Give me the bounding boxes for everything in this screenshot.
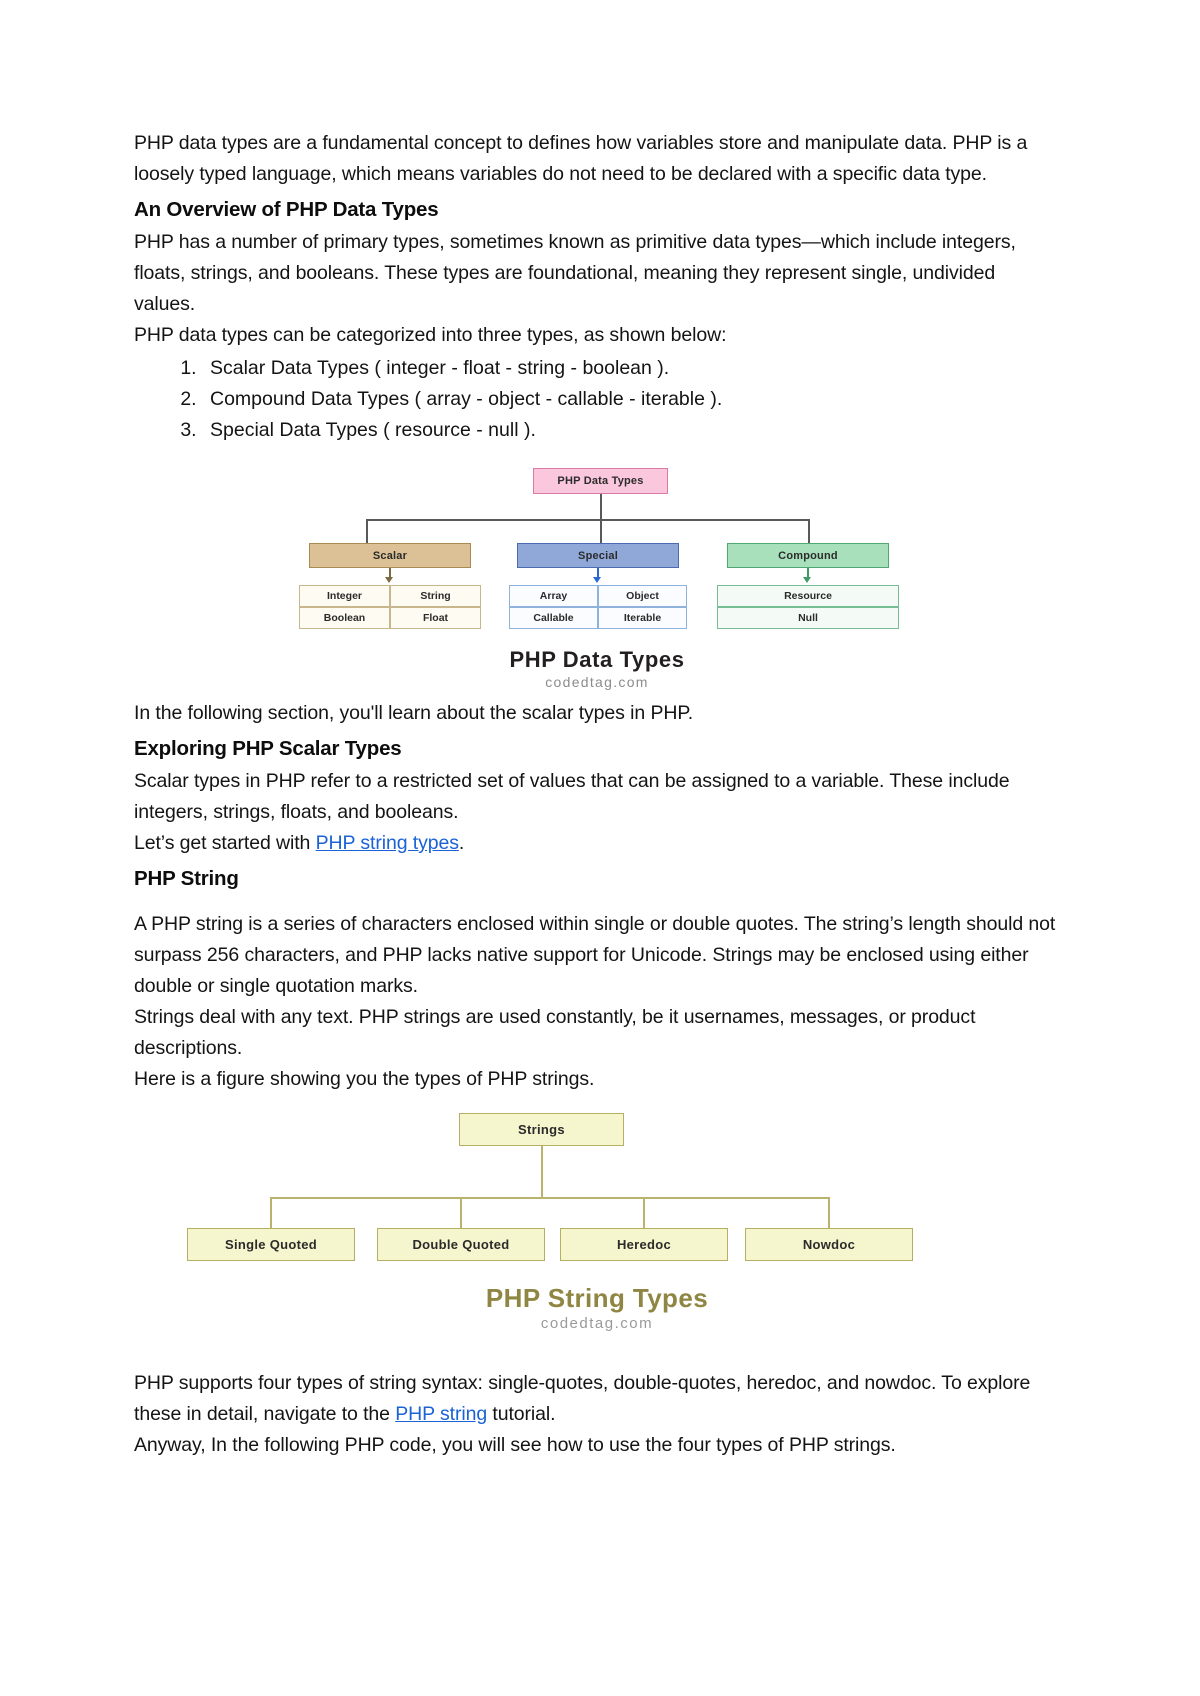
leaf-callable: Callable bbox=[509, 607, 598, 629]
categorized-lead: PHP data types can be categorized into t… bbox=[134, 324, 727, 346]
diagram-leaves-scalar: Integer String Boolean Float bbox=[299, 585, 481, 629]
leaf-resource: Resource bbox=[717, 585, 899, 607]
scalar-paragraph: Scalar types in PHP refer to a restricte… bbox=[134, 770, 1010, 823]
figure2-caption-title: PHP String Types bbox=[485, 1283, 709, 1313]
after-figure2-prefix: PHP supports four types of string syntax… bbox=[134, 1372, 1031, 1425]
connector-root-vertical bbox=[600, 494, 602, 520]
list-item: Scalar Data Types ( integer - float - st… bbox=[202, 353, 1060, 384]
lets-get-started-suffix: . bbox=[458, 832, 465, 854]
connector-branch-scalar bbox=[366, 519, 368, 543]
spacer bbox=[134, 896, 1060, 909]
string-node-single-quoted: Single Quoted bbox=[187, 1228, 355, 1261]
diagram-leaves-special: Array Object Callable Iterable bbox=[509, 585, 687, 629]
diagram-node-compound: Compound bbox=[727, 543, 889, 568]
string-paragraph-3: Here is a figure showing you the types o… bbox=[134, 1068, 595, 1090]
after-figure1-paragraph: In the following section, you'll learn a… bbox=[134, 702, 694, 724]
heading-php-string: PHP String bbox=[134, 867, 239, 890]
heading-overview: An Overview of PHP Data Types bbox=[134, 198, 439, 221]
figure2-caption-source: codedtag.com bbox=[540, 1315, 654, 1332]
connector-branch-special bbox=[600, 519, 602, 543]
after-figure2-suffix: tutorial. bbox=[487, 1403, 556, 1425]
string-connector-single-quoted bbox=[270, 1197, 272, 1228]
link-php-string-types[interactable]: PHP string types bbox=[315, 832, 459, 854]
figure1-caption-source: codedtag.com bbox=[545, 674, 649, 690]
leaf-boolean: Boolean bbox=[299, 607, 390, 629]
diagram-leaves-compound: Resource Null bbox=[717, 585, 899, 629]
figure-php-string-types: Strings Single Quoted Double Quoted Here… bbox=[134, 1113, 1060, 1368]
data-types-list: Scalar Data Types ( integer - float - st… bbox=[134, 353, 1060, 446]
figure1-diagram: PHP Data Types Scalar Special Compound I… bbox=[287, 468, 907, 633]
diagram-node-scalar: Scalar bbox=[309, 543, 471, 568]
arrow-head-special bbox=[593, 577, 601, 583]
connector-branch-compound bbox=[808, 519, 810, 543]
diagram-node-root: PHP Data Types bbox=[533, 468, 668, 494]
closing-paragraph: Anyway, In the following PHP code, you w… bbox=[134, 1434, 896, 1456]
string-node-double-quoted: Double Quoted bbox=[377, 1228, 545, 1261]
after-figure2-paragraph: PHP supports four types of string syntax… bbox=[134, 1368, 1060, 1430]
arrow-stem-scalar bbox=[389, 568, 391, 579]
link-php-string[interactable]: PHP string bbox=[395, 1403, 488, 1425]
lets-get-started-prefix: Let’s get started with bbox=[134, 832, 316, 854]
arrow-head-scalar bbox=[385, 577, 393, 583]
leaf-array: Array bbox=[509, 585, 598, 607]
leaf-iterable: Iterable bbox=[598, 607, 687, 629]
lets-get-started-line: Let’s get started with PHP string types. bbox=[134, 828, 1060, 859]
string-node-root: Strings bbox=[459, 1113, 624, 1146]
heading-scalar-types: Exploring PHP Scalar Types bbox=[134, 737, 402, 760]
intro-paragraph: PHP data types are a fundamental concept… bbox=[134, 132, 1028, 185]
leaf-object: Object bbox=[598, 585, 687, 607]
leaf-float: Float bbox=[390, 607, 481, 629]
figure1-caption-title: PHP Data Types bbox=[509, 647, 685, 672]
arrow-stem-special bbox=[597, 568, 599, 579]
list-item: Special Data Types ( resource - null ). bbox=[202, 415, 1060, 446]
leaf-string: String bbox=[390, 585, 481, 607]
leaf-integer: Integer bbox=[299, 585, 390, 607]
string-paragraph-2: Strings deal with any text. PHP strings … bbox=[134, 1006, 976, 1059]
arrow-head-compound bbox=[803, 577, 811, 583]
string-connector-horizontal-bus bbox=[270, 1197, 829, 1199]
string-node-heredoc: Heredoc bbox=[560, 1228, 728, 1261]
figure2-diagram: Strings Single Quoted Double Quoted Here… bbox=[187, 1113, 1007, 1263]
string-connector-double-quoted bbox=[460, 1197, 462, 1228]
string-connector-nowdoc bbox=[828, 1197, 830, 1228]
arrow-stem-compound bbox=[807, 568, 809, 579]
string-node-nowdoc: Nowdoc bbox=[745, 1228, 913, 1261]
leaf-null: Null bbox=[717, 607, 899, 629]
string-connector-root-vertical bbox=[541, 1146, 543, 1198]
connector-horizontal-bus bbox=[366, 519, 809, 521]
diagram-node-special: Special bbox=[517, 543, 679, 568]
figure-php-data-types: PHP Data Types Scalar Special Compound I… bbox=[134, 468, 1060, 698]
list-item: Compound Data Types ( array - object - c… bbox=[202, 384, 1060, 415]
overview-paragraph: PHP has a number of primary types, somet… bbox=[134, 231, 1016, 315]
string-paragraph-1: A PHP string is a series of characters e… bbox=[134, 913, 1056, 997]
string-connector-heredoc bbox=[643, 1197, 645, 1228]
